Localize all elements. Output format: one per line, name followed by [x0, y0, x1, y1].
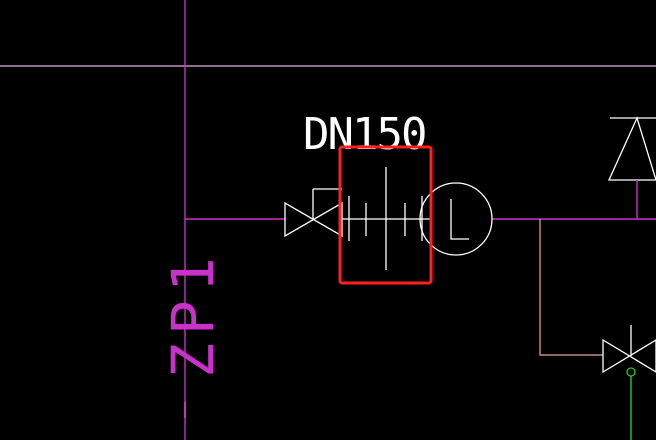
- alarm-valve-icon[interactable]: [607, 116, 656, 181]
- branch-pipe[interactable]: [539, 219, 603, 356]
- selection-box[interactable]: [338, 145, 433, 285]
- gate-valve-icon[interactable]: [284, 188, 343, 238]
- flange-joint-icon[interactable]: [342, 167, 430, 270]
- flow-meter-icon[interactable]: [419, 182, 493, 256]
- gate-valve-icon[interactable]: [602, 325, 656, 374]
- riser-label: ZP1: [159, 249, 227, 378]
- pipe-size-label: DN150: [303, 109, 425, 160]
- green-pipe-node[interactable]: [626, 367, 636, 377]
